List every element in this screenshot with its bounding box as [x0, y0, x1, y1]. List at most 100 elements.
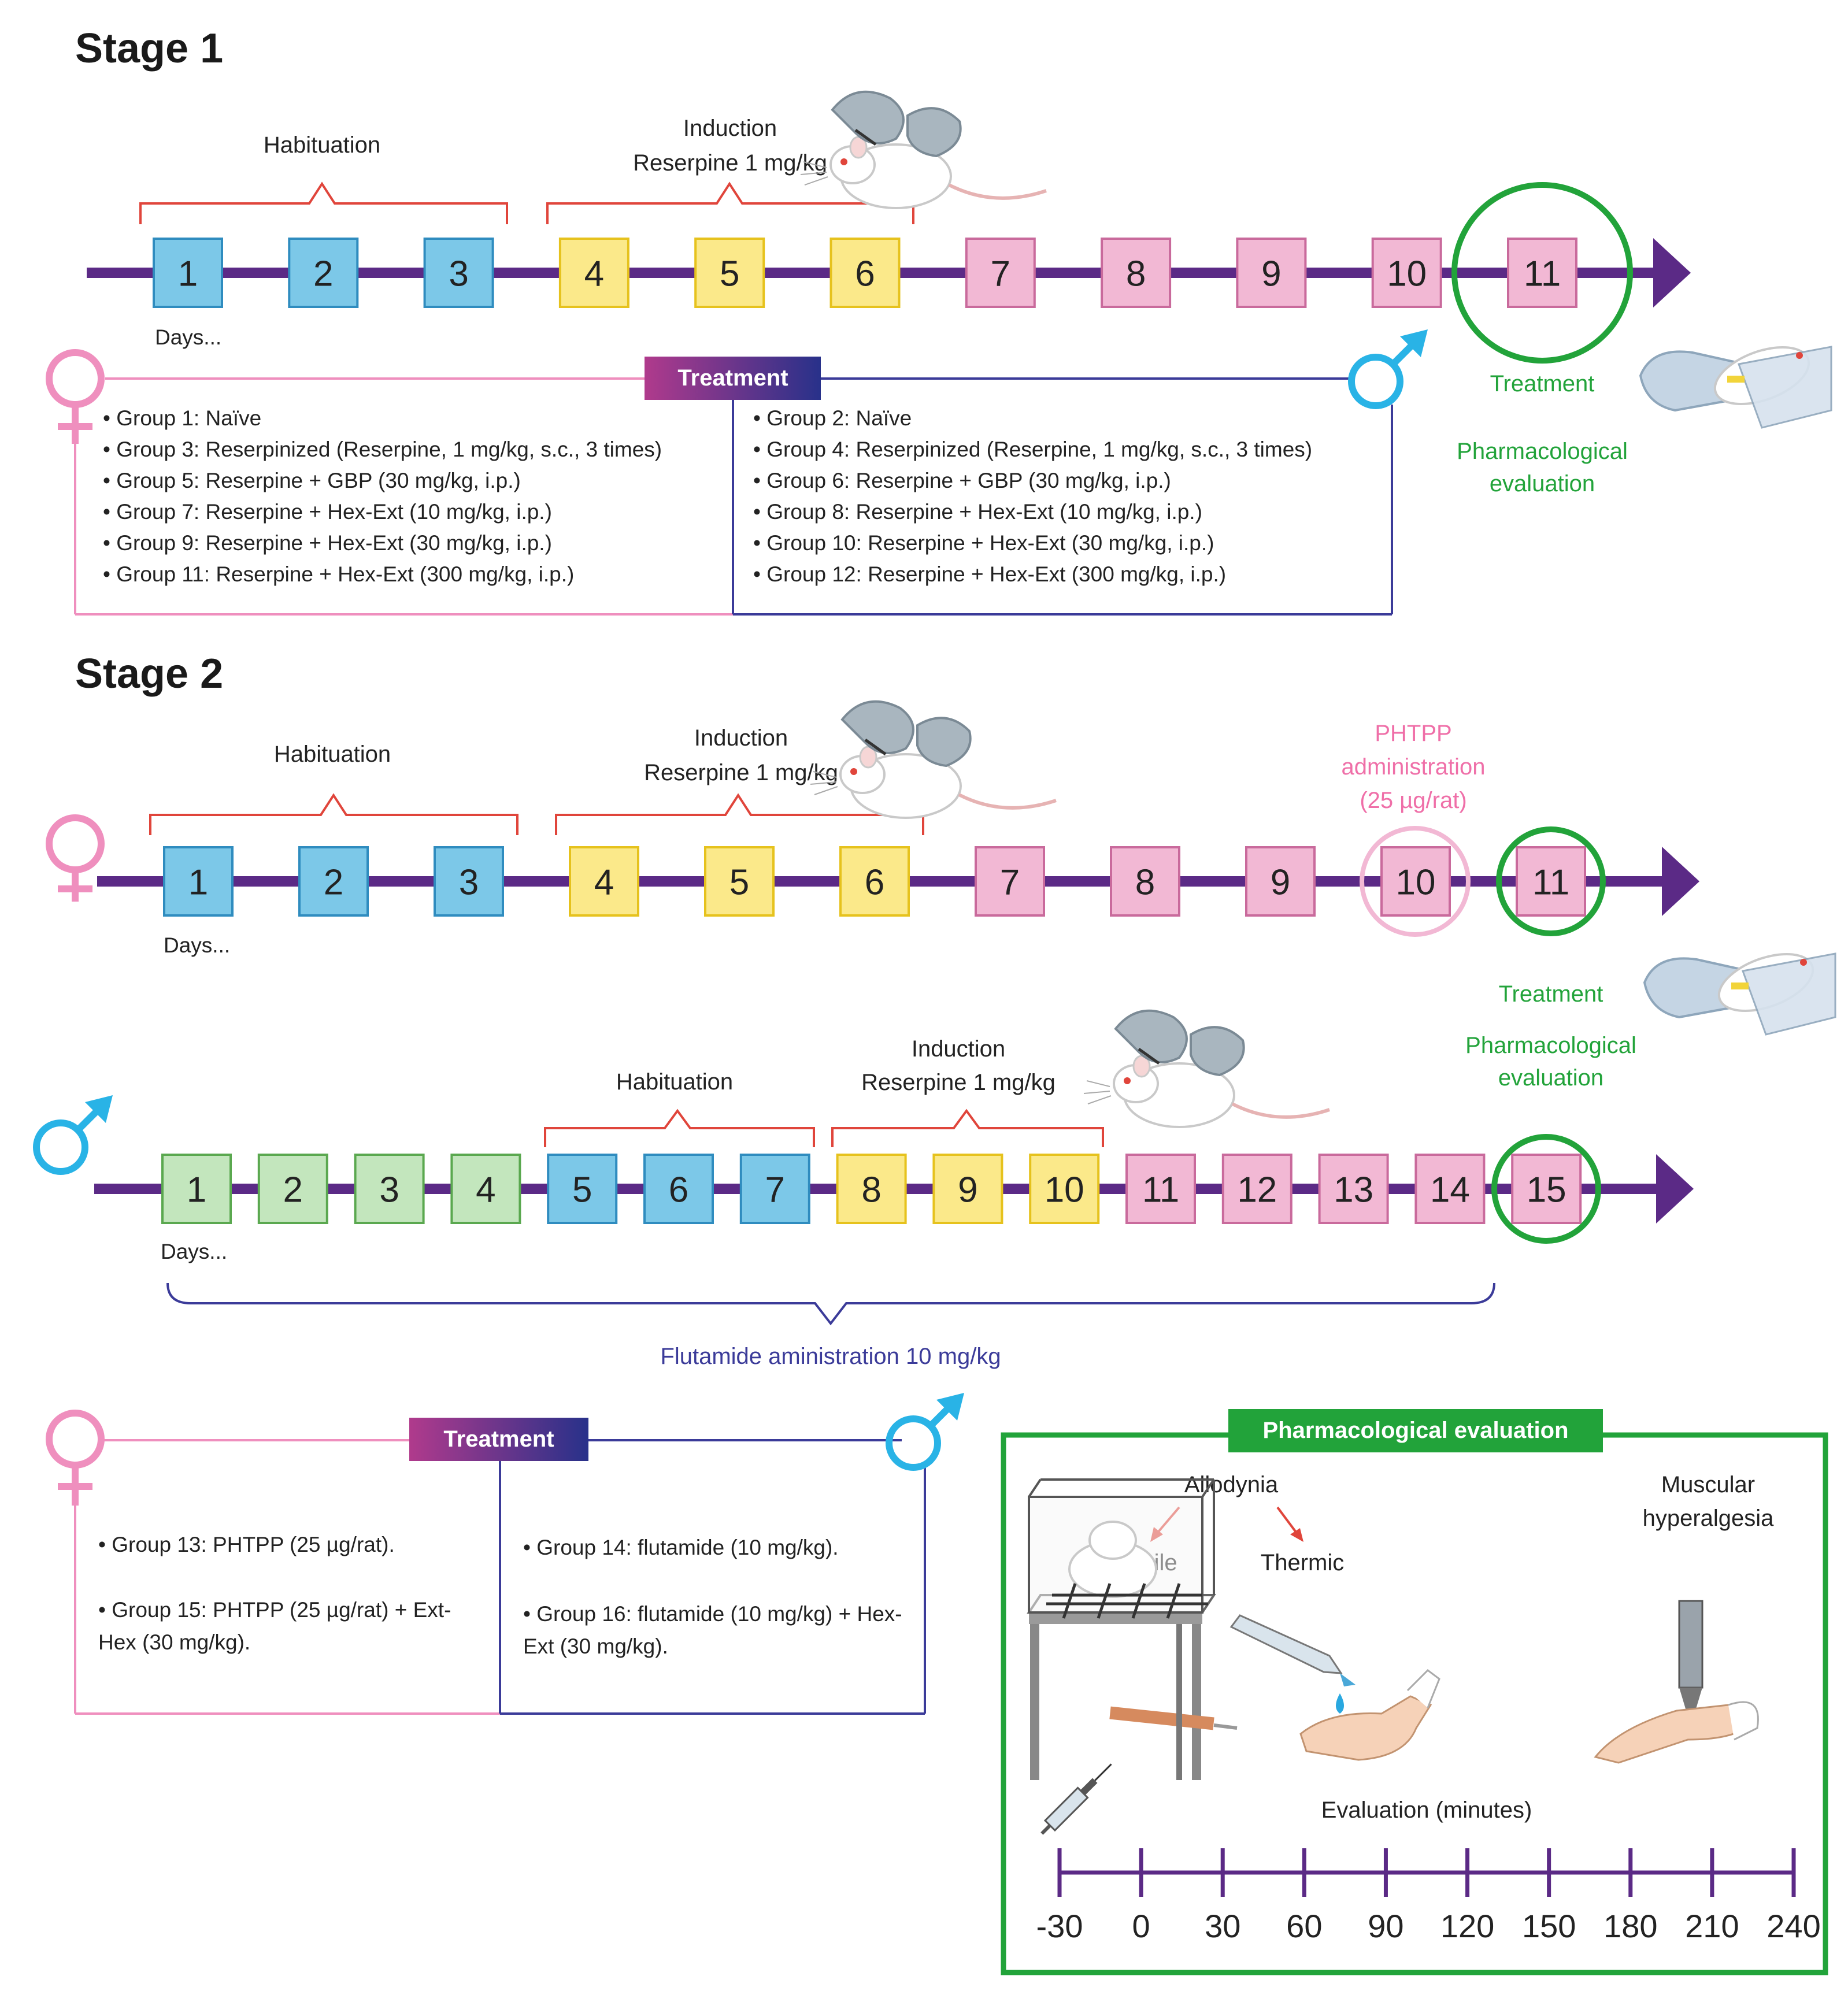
stage2-male-day-box — [257, 1154, 328, 1224]
evaluation-panel-banner — [1228, 1409, 1603, 1452]
von-frey-cage-icon — [1027, 1478, 1238, 1780]
stage1-female-groups: Group 1: NaïveGroup 3: Reserpinized (Res… — [103, 403, 662, 590]
stage1-day-number: 2 — [313, 254, 333, 294]
stage1-male-group-item: Group 8: Reserpine + Hex-Ext (10 mg/kg, … — [753, 496, 1312, 528]
stage2-female-day-number: 10 — [1396, 862, 1436, 902]
stage2-male-day-number: 8 — [861, 1170, 881, 1210]
stage2-male-day-number: 11 — [1142, 1170, 1179, 1210]
stage2-female-day-number: 8 — [1135, 862, 1155, 902]
stage2-male-day-box — [450, 1154, 521, 1224]
stage2-female-day-box — [1110, 846, 1180, 917]
stage2-female-day-number: 1 — [188, 862, 208, 902]
stage1-day-box — [1101, 238, 1172, 308]
stage1-treatment-banner — [645, 357, 821, 400]
stage2-male-day-box — [161, 1154, 232, 1224]
phtpp-label-2: administration — [1341, 754, 1485, 780]
stage2-f-induction-label: Induction — [694, 725, 788, 751]
stage1-day-number: 11 — [1524, 254, 1561, 294]
rat-handling-icon — [1639, 335, 1832, 429]
stage1-day-box — [1236, 238, 1307, 308]
stage2-male-day-box — [836, 1154, 907, 1224]
stage1-male-group-item: Group 6: Reserpine + GBP (30 mg/kg, i.p.… — [753, 465, 1312, 496]
evaluation-tick-label: -30 — [1036, 1908, 1083, 1944]
stage2-male-day-number: 12 — [1237, 1170, 1277, 1210]
evaluation-tick-label: 90 — [1368, 1908, 1403, 1944]
stage2-male-day-number: 5 — [572, 1170, 592, 1210]
male-symbol-icon — [886, 1393, 964, 1471]
stage1-male-group-item: Group 4: Reserpinized (Reserpine, 1 mg/k… — [753, 434, 1312, 465]
stage2-male-day-box — [354, 1154, 425, 1224]
stage1-day-number: 8 — [1126, 254, 1146, 294]
stage2-male-group-16: • Group 16: flutamide (10 mg/kg) + Hex-E… — [523, 1602, 902, 1658]
evaluation-tick-label: 120 — [1440, 1908, 1494, 1944]
stage1-eval-label-1: Pharmacological — [1457, 439, 1628, 464]
stage2-title: Stage 2 — [75, 651, 223, 697]
stage1-treatment-label: Treatment — [677, 365, 788, 391]
muscular-label-2: hyperalgesia — [1643, 1506, 1775, 1531]
stage1-day-number: 9 — [1261, 254, 1281, 294]
evaluation-tick-label: 210 — [1685, 1908, 1739, 1944]
stage2-male-day-box — [739, 1154, 810, 1224]
stage2-female-timeline-arrow — [1662, 847, 1699, 916]
stage2-m-habituation-brace — [544, 1108, 815, 1147]
stage1-day-number: 1 — [178, 254, 198, 294]
stage2-female-day-box — [163, 846, 234, 917]
stage2-male-day-number: 10 — [1045, 1170, 1084, 1210]
stage2-male-day-number: 1 — [187, 1170, 206, 1210]
evaluation-panel-title: Pharmacological evaluation — [1262, 1418, 1568, 1443]
muscular-label-1: Muscular — [1661, 1472, 1755, 1497]
stage1-female-group-item: Group 1: Naïve — [103, 403, 662, 434]
stage2-m-habituation-label: Habituation — [616, 1069, 733, 1095]
female-symbol-icon — [46, 1410, 105, 1506]
stage2-male-evaluation-ring — [1491, 1134, 1601, 1244]
stage1-induction-label: Induction — [683, 116, 777, 141]
pressure-probe-icon — [1594, 1600, 1759, 1764]
stage2-female-group-13: • Group 13: PHTPP (25 µg/rat). — [98, 1533, 395, 1556]
stage2-eval-treatment-label: Treatment — [1499, 981, 1603, 1007]
stage1-male-group-item: Group 10: Reserpine + Hex-Ext (30 mg/kg,… — [753, 528, 1312, 559]
stage1-day-box — [288, 238, 359, 308]
thermic-label: Thermic — [1261, 1550, 1344, 1575]
stage2-female-day-number: 7 — [1000, 862, 1020, 902]
evaluation-tick-label: 180 — [1603, 1908, 1657, 1944]
stage2-male-timeline-arrow — [1656, 1154, 1694, 1224]
flutamide-brace — [166, 1282, 1495, 1326]
stage2-male-day-number: 9 — [958, 1170, 977, 1210]
stage2-male-day-number: 4 — [476, 1170, 495, 1210]
flutamide-label: Flutamide aministration 10 mg/kg — [660, 1344, 1001, 1369]
stage1-day-number: 6 — [855, 254, 875, 294]
evaluation-tick-label: 240 — [1766, 1908, 1820, 1944]
stage1-induction-dose: Reserpine 1 mg/kg — [633, 150, 827, 176]
evaluation-axis-label: Evaluation (minutes) — [1321, 1797, 1532, 1823]
stage2-female-day-box — [569, 846, 639, 917]
stage2-male-day-box — [1125, 1154, 1196, 1224]
stage2-female-day-box — [298, 846, 369, 917]
stage2-male-day-number: 3 — [379, 1170, 399, 1210]
stage1-female-group-item: Group 5: Reserpine + GBP (30 mg/kg, i.p.… — [103, 465, 662, 496]
stage1-eval-treatment-label: Treatment — [1490, 371, 1595, 396]
allodynia-label: Allodynia — [1184, 1472, 1279, 1497]
phtpp-label-1: PHTPP — [1375, 721, 1451, 746]
acetone-drop-icon — [1229, 1614, 1440, 1761]
stage2-male-day-number: 15 — [1527, 1170, 1566, 1210]
female-symbol-icon — [46, 814, 105, 902]
stage1-female-group-item: Group 3: Reserpinized (Reserpine, 1 mg/k… — [103, 434, 662, 465]
stage2-m-induction-label: Induction — [912, 1036, 1005, 1062]
stage2-female-group-15: • Group 15: PHTPP (25 µg/rat) + Ext-Hex … — [98, 1598, 451, 1654]
stage2-f-habituation-brace — [149, 793, 519, 835]
stage2-male-day-box — [643, 1154, 714, 1224]
rat-injection-icon — [801, 92, 1046, 208]
stage2-f-habituation-label: Habituation — [274, 742, 391, 767]
stage1-eval-label-2: evaluation — [1490, 471, 1595, 496]
stage2-male-day-number: 7 — [765, 1170, 785, 1210]
stage2-male-day-box — [932, 1154, 1003, 1224]
stage2-female-day-number: 6 — [865, 862, 884, 902]
phtpp-label-3: (25 µg/rat) — [1360, 788, 1466, 813]
evaluation-tick-label: 30 — [1205, 1908, 1240, 1944]
stage2-male-day-box — [1511, 1154, 1582, 1224]
stage2-eval-label-1: Pharmacological — [1465, 1033, 1636, 1058]
stage1-day-box — [1371, 238, 1442, 308]
